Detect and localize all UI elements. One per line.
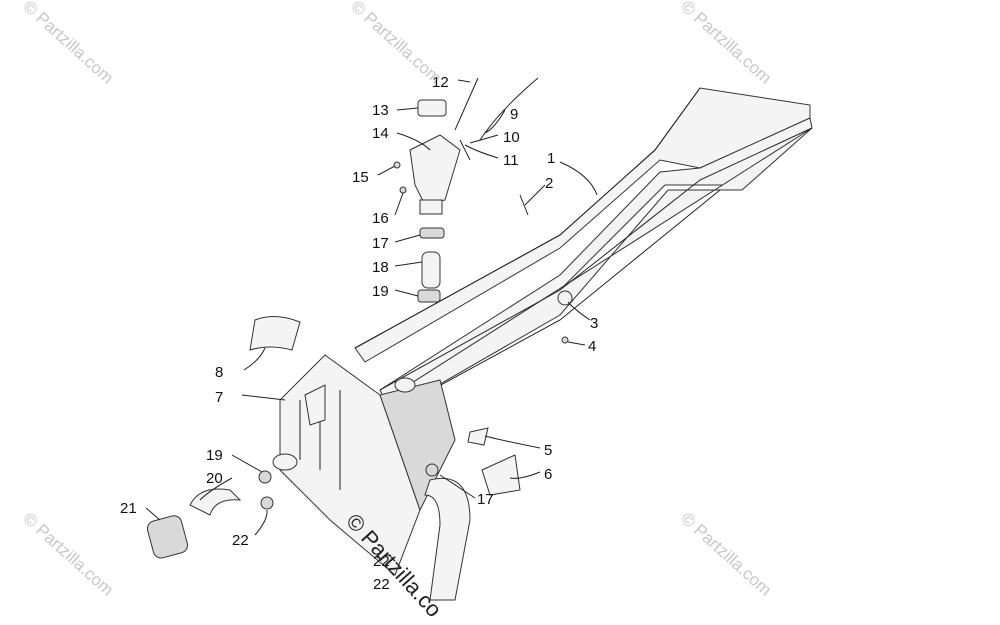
bolt-4: [561, 336, 569, 344]
callout-11: 11: [503, 152, 519, 169]
callout-17-upper: 17: [372, 235, 389, 252]
bracket-5: [467, 427, 489, 446]
radiator-inlet: [394, 377, 416, 393]
callout-19-upper: 19: [372, 283, 389, 300]
callout-1: 1: [547, 150, 555, 167]
filler-neck: [419, 199, 443, 215]
leader-19-upper: [394, 289, 419, 297]
bracket-plate: [304, 384, 326, 426]
heat-exchanger-rails: [354, 87, 813, 411]
callout-5: 5: [544, 442, 552, 459]
leader-22-left: [254, 509, 268, 536]
leader-20: [199, 477, 233, 501]
leader-8: [243, 347, 266, 371]
leader-16: [394, 192, 404, 216]
rail-edge-b: [379, 127, 813, 391]
leader-5: [484, 435, 541, 449]
leader-19-lower: [231, 454, 263, 473]
filler-neck-assembly: [393, 99, 461, 303]
screw-15: [393, 161, 401, 169]
leader-13: [396, 107, 419, 111]
callout-22-mid: 22: [373, 553, 390, 570]
callout-18: 18: [372, 259, 389, 276]
callout-14: 14: [372, 125, 389, 142]
callout-3: 3: [590, 315, 598, 332]
callout-19-lower: 19: [206, 447, 223, 464]
leader-2: [524, 184, 546, 206]
rail-edge-c: [394, 189, 721, 411]
cap-gasket: [417, 99, 447, 117]
leader-1: [559, 161, 598, 196]
leader-21: [145, 507, 161, 521]
callout-16: 16: [372, 210, 389, 227]
cover-6: [481, 454, 521, 496]
right-fittings: [467, 194, 573, 496]
watermark-top-left: © Partzilla.com: [19, 0, 117, 88]
leader-lines: [145, 79, 598, 536]
watermark-top-right: © Partzilla.com: [677, 0, 775, 88]
hose-clamp-lower: [417, 289, 441, 303]
leader-17-lower: [439, 474, 476, 499]
leader-4: [567, 341, 586, 346]
rail-upper-plate: [354, 87, 811, 363]
vent-hose-9: [479, 77, 539, 141]
callout-21: 21: [120, 500, 137, 517]
hose-21: [146, 515, 189, 559]
callout-13: 13: [372, 102, 389, 119]
callout-6: 6: [544, 466, 552, 483]
part-callouts: 1 2 3 4 5 6 7 8 9 10 11 12 13 14 15 16 1…: [120, 74, 598, 593]
callout-2: 2: [545, 175, 553, 192]
hose-clamp-upper: [419, 227, 445, 239]
vent-hoses: [454, 77, 539, 161]
rail-edge-a: [354, 87, 701, 349]
callout-9: 9: [510, 106, 518, 123]
radiator-outlet: [272, 453, 298, 471]
leader-15: [377, 165, 396, 176]
callout-22-left: 22: [232, 532, 249, 549]
shield-part: [249, 316, 301, 351]
radiator-side-panel: [379, 379, 456, 512]
watermark-bottom-left: © Partzilla.com: [19, 509, 117, 600]
callout-12: 12: [432, 74, 449, 91]
callout-7: 7: [215, 389, 223, 406]
callout-15: 15: [352, 169, 369, 186]
callout-4: 4: [588, 338, 596, 355]
callout-22-bottom: 22: [373, 576, 390, 593]
leader-14: [396, 132, 431, 151]
filler-housing: [409, 134, 461, 206]
hose-20: [189, 488, 242, 516]
leader-7: [241, 394, 286, 401]
leader-9: [484, 109, 506, 134]
leader-12: [457, 79, 471, 83]
radiator-assembly: [272, 354, 456, 576]
callout-20: 20: [206, 470, 223, 487]
callout-8: 8: [215, 364, 223, 381]
lower-hoses: [146, 463, 471, 601]
clip-2: [519, 194, 529, 216]
watermark-top-center: © Partzilla.com: [347, 0, 445, 88]
clamp-22-lower: [260, 496, 274, 510]
grommet-3: [557, 290, 573, 306]
watermark-bottom-right: © Partzilla.com: [677, 509, 775, 600]
vent-hose-12: [454, 77, 479, 131]
leader-17-upper: [394, 234, 421, 243]
coolant-hose-short: [421, 251, 441, 289]
vent-line-11: [459, 139, 471, 161]
callout-17-lower: 17: [477, 491, 494, 508]
hose-lower-long: [424, 478, 471, 601]
clamp-19-lower: [258, 470, 272, 484]
leader-11: [464, 144, 499, 159]
screw-16: [399, 186, 407, 194]
leader-6: [509, 471, 541, 479]
callout-10: 10: [503, 129, 520, 146]
leader-18: [394, 261, 423, 267]
leader-3: [567, 301, 591, 321]
clamp-17-lower: [425, 463, 439, 477]
leader-10: [469, 134, 499, 144]
